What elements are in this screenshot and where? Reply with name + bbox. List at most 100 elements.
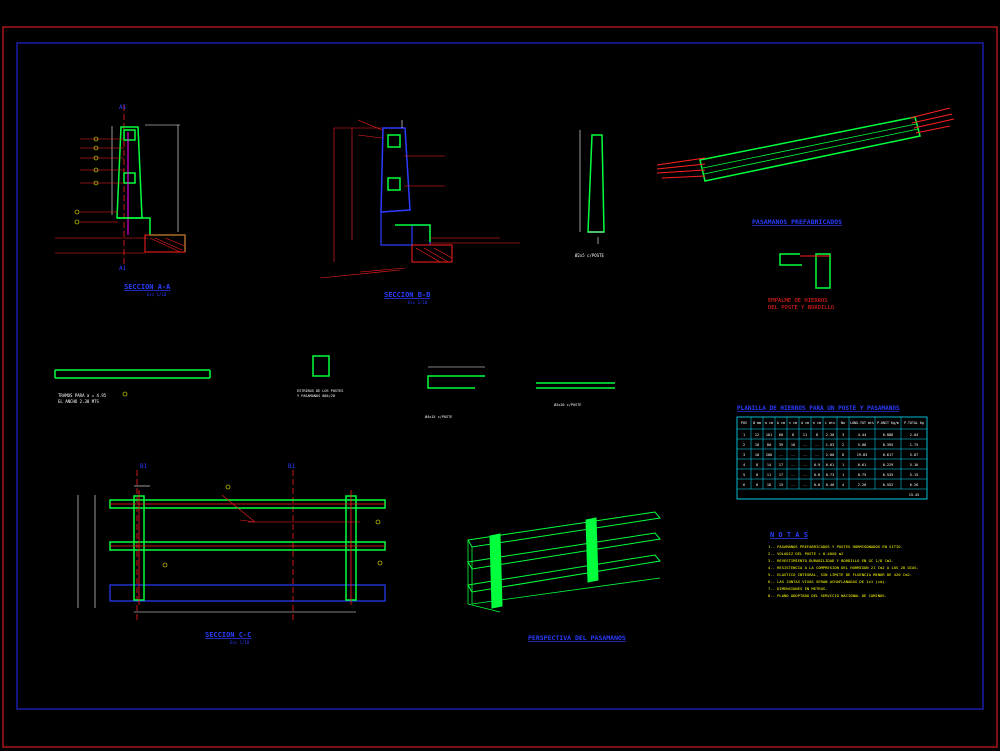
table-cell: 0.8 xyxy=(814,473,820,477)
bar-right-label: Ø3x20 c/POSTE xyxy=(554,402,581,407)
rail-bar-label-2: EL ANCHO 2.30 MTS xyxy=(58,399,100,404)
table-cell: 200 xyxy=(766,453,772,457)
notes-title: N O T A S xyxy=(770,531,808,539)
table-cell: 8 xyxy=(756,473,758,477)
note-item: 8.- PLANO ADOPTADO DEL SERVICIO NACIONAL… xyxy=(768,593,887,598)
table-header-cell: e cm xyxy=(813,421,821,425)
table-cell: 8 xyxy=(816,433,818,437)
table-cell: 12 xyxy=(755,433,759,437)
table-cell: 5.15 xyxy=(910,473,918,477)
table-cell: 3 xyxy=(743,453,745,457)
section-b-title: SECCION B-B xyxy=(384,291,430,299)
table-cell: 60 xyxy=(779,433,783,437)
table-cell: 8 xyxy=(792,433,794,437)
post-elevation: Ø2x5 c/POSTE xyxy=(575,130,605,258)
inner-border xyxy=(16,42,984,710)
table-cell: 8 xyxy=(756,463,758,467)
table-cell: 0.888 xyxy=(883,433,894,437)
table-cell: 15 xyxy=(779,483,783,487)
svg-text:B1: B1 xyxy=(288,463,296,470)
table-header-cell: LONG.TOT mts xyxy=(850,421,874,425)
note-item: 1.- PASAMANOS PREFABRICADOS Y POSTES HOR… xyxy=(768,544,903,549)
table-cell: 1 xyxy=(842,473,844,477)
table-cell: 2 xyxy=(842,443,844,447)
table-cell: -- xyxy=(791,483,795,487)
splice-detail: EMPALME DE HIERROS DEL POSTE Y BORDILLO xyxy=(768,253,834,311)
table-header-cell: P.UNIT Kg/m xyxy=(877,421,899,425)
table-cell: 11 xyxy=(803,433,807,437)
table-cell: 39 xyxy=(779,443,783,447)
table-cell: 101 xyxy=(766,433,772,437)
table-cell: 2.00 xyxy=(826,453,834,457)
rebar-table: PLANILLA DE HIERROS PARA UN POSTE Y PASA… xyxy=(736,405,928,500)
table-cell: 10 xyxy=(755,453,759,457)
svg-text:B1: B1 xyxy=(140,463,148,470)
table-cell: 80 xyxy=(767,443,771,447)
note-item: 3.- REVESTIMIENTO DURABILIDAD Y BORDILLO… xyxy=(768,558,894,563)
table-header-cell: d cm xyxy=(801,421,809,425)
table-cell: 2.04 xyxy=(910,433,918,437)
rail-bar-label: TRAMOS PARA a = 4.95 xyxy=(58,393,107,398)
table-cell: 17 xyxy=(779,473,783,477)
note-item: 5.- ELASTICO INTEGRAL, SIN LIMITE DE FLU… xyxy=(768,572,912,577)
table-cell: 0.73 xyxy=(826,473,834,477)
table-cell: 8 xyxy=(842,453,844,457)
table-cell: 3 xyxy=(842,433,844,437)
table-cell: 5.87 xyxy=(910,453,918,457)
note-item: 7.- DIMENSIONES EN METROS. xyxy=(768,586,827,591)
section-c-title: SECCION C-C xyxy=(205,631,251,639)
section-c-scale: Esc 1/10 xyxy=(230,640,250,645)
rebar-table-title: PLANILLA DE HIERROS PARA UN POSTE Y PASA… xyxy=(737,405,900,412)
table-cell: 6 xyxy=(743,483,745,487)
table-header-cell: No xyxy=(841,421,845,425)
table-cell: 0.229 xyxy=(883,463,894,467)
table-cell: 14 xyxy=(767,463,771,467)
table-cell: 2.30 xyxy=(826,433,834,437)
table-cell: 0.61 xyxy=(858,463,866,467)
table-cell: 0.40 xyxy=(826,483,834,487)
table-cell: -- xyxy=(803,463,807,467)
section-a-a: A1 A1 SECCION A-A Esc 1/10 xyxy=(55,104,186,297)
table-cell: 0.61 xyxy=(826,463,834,467)
table-header-cell: a cm xyxy=(765,421,773,425)
perspective-view: PERSPECTIVA DEL PASAMANOS xyxy=(467,511,661,642)
table-cell: 1.03 xyxy=(826,443,834,447)
splice-title-2: DEL POSTE Y BORDILLO xyxy=(768,305,834,311)
table-cell: 8 xyxy=(756,483,758,487)
stirrup-caption-2: Y PASAMANOS 8Ø4/20 xyxy=(297,393,335,398)
splice-title: EMPALME DE HIERROS xyxy=(768,298,828,304)
note-item: 4.- RESISTENCIA A LA COMPRESION DEL HORM… xyxy=(768,565,919,570)
table-cell: -- xyxy=(791,473,795,477)
svg-text:A1: A1 xyxy=(119,265,127,272)
table-cell: 0.552 xyxy=(883,483,894,487)
note-item: 2.- VOLADIZ DEL POSTE = 0.40X0 m2 xyxy=(768,551,843,556)
table-cell: -- xyxy=(803,443,807,447)
table-cell: -- xyxy=(779,453,783,457)
table-cell: 5 xyxy=(743,473,745,477)
table-cell: 4 xyxy=(842,483,844,487)
notes-block: N O T A S 1.- PASAMANOS PREFABRICADOS Y … xyxy=(768,531,919,598)
section-a-scale: Esc 1/10 xyxy=(147,292,167,297)
prefab-rail: PASAMANOS PREFABRICADOS xyxy=(656,107,955,226)
table-cell: -- xyxy=(803,453,807,457)
table-cell: 11 xyxy=(767,473,771,477)
table-cell: 0.75 xyxy=(858,473,866,477)
prefab-rail-title: PASAMANOS PREFABRICADOS xyxy=(752,218,842,226)
outer-border xyxy=(2,26,998,748)
table-cell: 0.395 xyxy=(883,443,894,447)
table-header-cell: L mts xyxy=(825,421,835,425)
table-cell: 5.16 xyxy=(910,463,918,467)
table-cell: 2.20 xyxy=(858,483,866,487)
table-cell: 18 xyxy=(767,483,771,487)
table-header-cell: b cm xyxy=(777,421,785,425)
table-cell: 5.08 xyxy=(858,443,866,447)
table-header-cell: P.TOTAL Kg xyxy=(904,421,924,425)
perspective-title: PERSPECTIVA DEL PASAMANOS xyxy=(528,634,626,642)
section-c-c: B1 B1 SECCION C-C Esc 1/10 xyxy=(77,463,386,645)
note-item: 6.- LAS JUNTAS VIVAS SERAN ACHAFLANADAS … xyxy=(768,579,887,584)
table-cell: 1 xyxy=(743,433,745,437)
table-cell: 1.75 xyxy=(910,443,918,447)
table-cell: 0.9 xyxy=(814,463,820,467)
